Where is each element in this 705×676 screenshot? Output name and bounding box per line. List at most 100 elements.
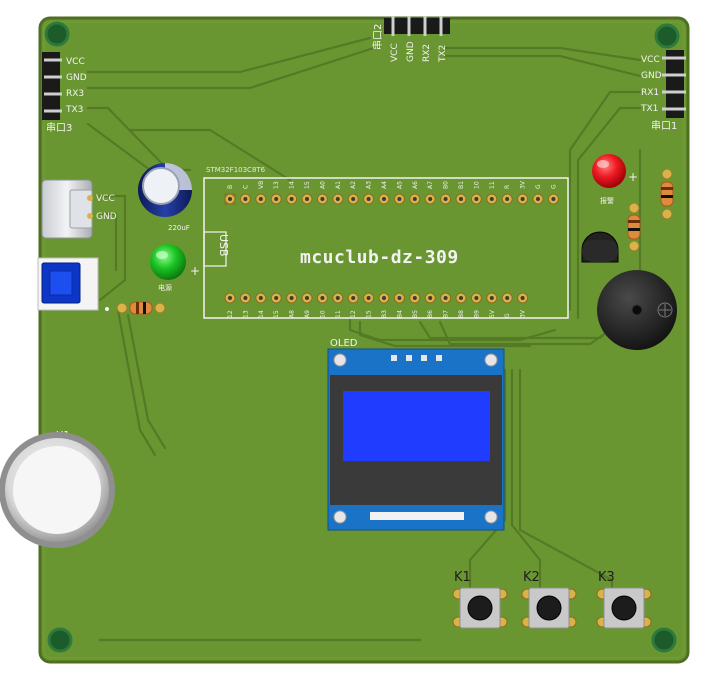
button-cap[interactable] <box>611 595 637 621</box>
button-label: K3 <box>598 570 615 585</box>
power-pin-vcc: VCC <box>96 194 115 204</box>
button-k3[interactable]: K3 <box>596 570 652 629</box>
oled-display: OLED <box>327 338 505 531</box>
uart1-pin-3: RX1 <box>641 88 659 98</box>
module-pin-label: 14 <box>258 310 265 318</box>
module-pin-label: 10 <box>319 310 326 318</box>
oled-label: OLED <box>330 338 358 349</box>
usb-label: USB <box>217 234 230 257</box>
module-pin-hole <box>289 296 294 300</box>
module-pin-label: B <box>227 185 234 189</box>
module-pin-label: G <box>504 313 511 318</box>
module-pin-hole <box>228 197 232 201</box>
module-pin-label: A8 <box>289 310 296 318</box>
module-pin-hole <box>474 296 479 300</box>
module-pin-hole <box>397 197 402 201</box>
oled-screen <box>343 391 490 461</box>
module-pin-hole <box>505 296 510 300</box>
module-pin-hole <box>428 197 433 201</box>
module-pin-hole <box>459 197 463 201</box>
module-pin-label: R <box>504 185 511 189</box>
module-pin-hole <box>489 197 494 201</box>
button-k2[interactable]: K2 <box>521 570 577 629</box>
module-pin-hole <box>536 197 540 201</box>
uart3-pin-1: VCC <box>66 57 85 67</box>
module-pin-hole <box>520 296 525 300</box>
module-pin-hole <box>412 197 417 201</box>
button-group: K1 K2 K3 <box>452 570 652 629</box>
module-pin-label: B1 <box>458 181 465 189</box>
module-pin-hole <box>505 197 510 201</box>
alarm-led: + 报警 <box>592 154 638 205</box>
module-pin-label: VB <box>258 181 265 189</box>
module-pin-label: A6 <box>412 181 419 189</box>
uart3-pin-3: RX3 <box>66 89 84 99</box>
power-led-ref: 电源 <box>158 283 172 292</box>
module-pin-label: C <box>242 185 249 189</box>
module-pin-hole <box>474 197 479 201</box>
button-k1[interactable]: K1 <box>452 570 508 629</box>
module-pin-hole <box>258 296 263 300</box>
module-pin-label: B9 <box>473 310 480 318</box>
module-pin-label: G <box>535 184 542 189</box>
uart2-pin-3: RX2 <box>422 44 432 62</box>
plus-sign-alarm-led: + <box>628 170 638 184</box>
module-pin-hole <box>489 296 494 300</box>
uart1-header[interactable]: VCC GND RX1 TX1 串口1 <box>640 50 686 132</box>
module-pin-hole <box>289 197 294 201</box>
module-pin-hole <box>351 197 356 201</box>
module-pin-hole <box>459 296 463 300</box>
module-pin-hole <box>520 197 525 201</box>
module-pin-label: B7 <box>443 310 450 318</box>
module-pin-hole <box>366 197 371 201</box>
uart3-header[interactable]: VCC GND RX3 TX3 串口3 <box>42 52 87 134</box>
power-led: + 电源 <box>150 244 200 292</box>
module-pin-hole <box>382 197 386 201</box>
sensor-u1: U1 <box>0 430 115 548</box>
module-pin-label: B3 <box>381 310 388 318</box>
module-pin-label: 11 <box>335 310 342 318</box>
uart3-pin-4: TX3 <box>65 105 83 115</box>
module-pin-hole <box>258 197 263 201</box>
module-pin-hole <box>320 197 325 201</box>
usb-power-connector[interactable]: VCC GND <box>41 179 117 239</box>
module-pin-label: A2 <box>350 181 357 189</box>
module-pin-hole <box>243 197 248 201</box>
transistor-q1 <box>581 231 619 263</box>
power-switch[interactable] <box>37 257 109 311</box>
resistor-r3 <box>660 168 674 220</box>
plus-sign-power-led: + <box>190 264 200 278</box>
module-pin-label: 12 <box>227 310 234 318</box>
module-pin-hole <box>335 296 340 300</box>
module-pin-label: A0 <box>319 181 326 189</box>
module-pin-hole <box>305 197 309 201</box>
button-label: K2 <box>523 570 540 585</box>
module-pin-label: 15 <box>366 310 373 318</box>
module-pin-1-marker <box>224 193 236 205</box>
module-pin-label: B4 <box>396 310 403 318</box>
module-pin-hole <box>443 296 448 300</box>
uart1-pin-4: TX1 <box>640 104 658 114</box>
module-pin-hole <box>335 197 340 201</box>
module-pin-label: B6 <box>427 310 434 318</box>
module-pin-label: B8 <box>458 310 465 318</box>
module-pin-hole <box>382 296 386 300</box>
module-pin-label: A3 <box>366 181 373 189</box>
button-cap[interactable] <box>467 595 493 621</box>
capacitor-220uf: 220uF <box>138 163 192 232</box>
module-pin-hole <box>320 296 325 300</box>
button-label: K1 <box>454 570 471 585</box>
module-pin-hole <box>305 296 309 300</box>
module-pin-hole <box>412 296 417 300</box>
module-pin-hole <box>274 197 279 201</box>
module-pin-label: 10 <box>473 181 480 189</box>
module-pin-label: 3V <box>520 180 527 189</box>
uart2-pin-4: TX2 <box>438 45 448 63</box>
module-pin-label: 12 <box>350 310 357 318</box>
uart2-header[interactable]: VCC GND RX2 TX2 串口2 <box>372 16 450 63</box>
button-cap[interactable] <box>536 595 562 621</box>
module-pin-label: 13 <box>242 310 249 318</box>
module-label: STM32F103C8T6 <box>206 166 266 174</box>
